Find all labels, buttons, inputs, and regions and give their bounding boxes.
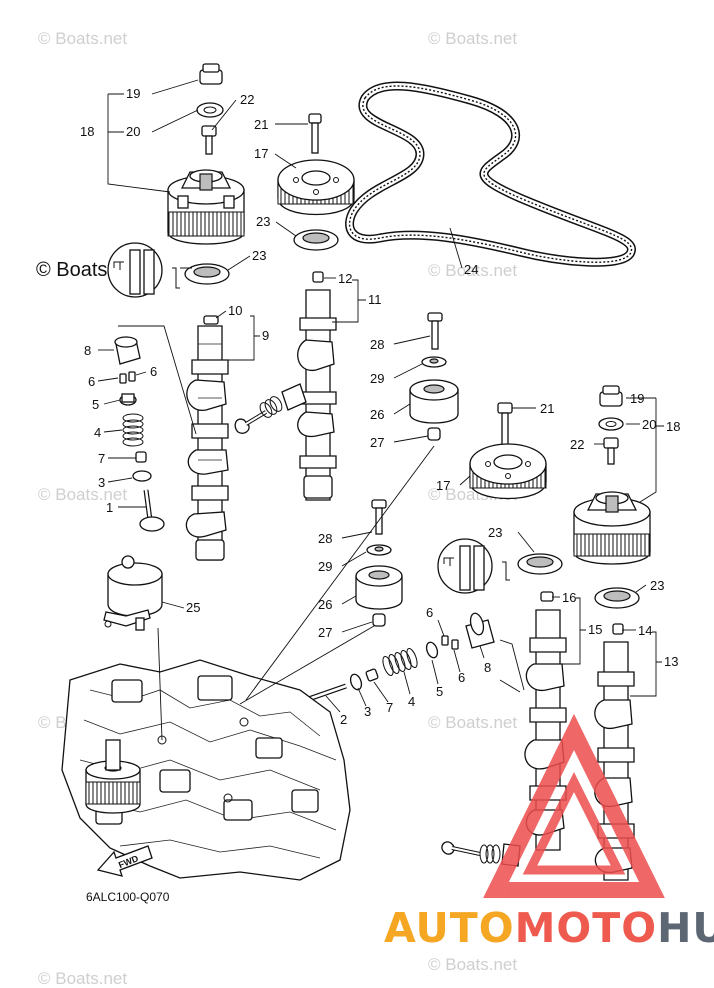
callout-3: 3: [364, 704, 371, 719]
callout-28: 28: [370, 337, 384, 352]
callout-21: 21: [254, 117, 268, 132]
callout-1: 1: [106, 500, 113, 515]
callout-23: 23: [488, 525, 502, 540]
callout-18: 18: [666, 419, 680, 434]
tensioner-stack-lower: [355, 499, 403, 627]
left-cam-sprocket: [184, 113, 355, 285]
right-cam-pulley-assembly: [517, 385, 651, 609]
callout-17: 17: [254, 146, 268, 161]
callout-25: 25: [186, 600, 200, 615]
callout-23: 23: [650, 578, 664, 593]
tensioner-stack-upper: [409, 312, 459, 441]
callout-19: 19: [126, 86, 140, 101]
callout-6: 6: [150, 364, 157, 379]
seal-detail-inset-left: [107, 242, 192, 298]
left-camshaft-exhaust: [297, 271, 337, 501]
callout-7: 7: [98, 451, 105, 466]
callout-22: 22: [570, 437, 584, 452]
right-cam-sprocket: [469, 402, 547, 500]
left-cam-pulley-assembly: [167, 63, 245, 245]
watermark: © Boats.net: [428, 713, 517, 732]
seal-detail-inset-right: [437, 538, 510, 594]
leader-lines: [97, 79, 664, 741]
callout-12: 12: [338, 271, 352, 286]
left-valve-train: [114, 336, 165, 532]
callout-14: 14: [638, 623, 652, 638]
logo-part-moto: MOTO: [515, 904, 657, 952]
callout-9: 9: [262, 328, 269, 343]
callout-19: 19: [630, 391, 644, 406]
callout-7: 7: [386, 700, 393, 715]
callout-4: 4: [408, 694, 415, 709]
callout-3: 3: [98, 475, 105, 490]
left-installed-valve: [234, 383, 307, 434]
callout-29: 29: [318, 559, 332, 574]
logo-part-auto: AUTO: [384, 904, 515, 952]
callout-10: 10: [228, 303, 242, 318]
belt-tensioner: [103, 555, 163, 631]
callout-28: 28: [318, 531, 332, 546]
callout-17: 17: [436, 478, 450, 493]
diagram-code: 6ALC100-Q070: [86, 890, 170, 904]
callout-21: 21: [540, 401, 554, 416]
callout-16: 16: [562, 590, 576, 605]
callout-8: 8: [484, 660, 491, 675]
watermark: © Boats.net: [38, 29, 127, 48]
callout-5: 5: [436, 684, 443, 699]
watermark: © Boats.net: [38, 969, 127, 988]
watermark: © Boats.net: [428, 955, 517, 974]
callout-23: 23: [256, 214, 270, 229]
callout-11: 11: [368, 292, 382, 307]
callout-29: 29: [370, 371, 384, 386]
callout-13: 13: [664, 654, 678, 669]
callout-2: 2: [340, 712, 347, 727]
callout-labels: 19 20 18 22 21 17 23 23 24 12 11 10 9 8 …: [80, 86, 680, 727]
logo-wordmark: AUTOMOTOHUB: [384, 904, 714, 952]
callout-8: 8: [84, 343, 91, 358]
callout-24: 24: [464, 262, 478, 277]
cylinder-head-block: [61, 659, 351, 881]
automotohub-logo: AUTOMOTOHUB: [384, 713, 714, 952]
callout-26: 26: [318, 597, 332, 612]
callout-22: 22: [240, 92, 254, 107]
watermark: © Boats.net: [428, 261, 517, 280]
callout-4: 4: [94, 425, 101, 440]
callout-6: 6: [426, 605, 433, 620]
callout-27: 27: [370, 435, 384, 450]
watermark: © Boats.net: [428, 29, 517, 48]
callout-20: 20: [126, 124, 140, 139]
callout-6: 6: [458, 670, 465, 685]
callout-20: 20: [642, 417, 656, 432]
callout-23: 23: [252, 248, 266, 263]
callout-15: 15: [588, 622, 602, 637]
callout-26: 26: [370, 407, 384, 422]
callout-5: 5: [92, 397, 99, 412]
logo-part-hub: HUB: [657, 904, 714, 952]
fwd-label: FWD: [117, 853, 140, 870]
callout-6: 6: [88, 374, 95, 389]
callout-18: 18: [80, 124, 94, 139]
timing-belt: [345, 81, 636, 267]
watermark: © Boats.net: [38, 485, 127, 504]
logo-triangle: [483, 713, 665, 898]
left-camshaft-intake: [185, 315, 229, 561]
callout-27: 27: [318, 625, 332, 640]
